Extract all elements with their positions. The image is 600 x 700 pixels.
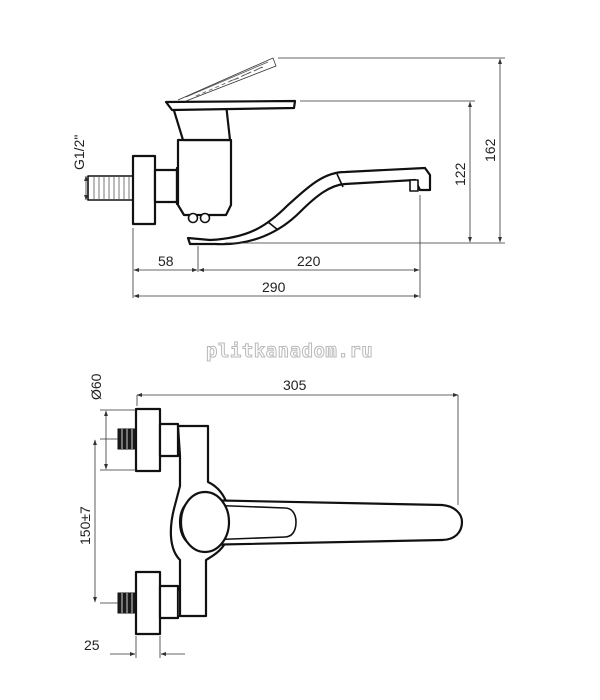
dim-150-label: 150±7 xyxy=(77,506,93,545)
eccentric-nut xyxy=(153,168,179,204)
thread-size-label: G1/2" xyxy=(71,135,87,170)
side-view: G1/2" 58 220 290 122 162 xyxy=(71,57,505,298)
lever-open-position xyxy=(177,57,277,102)
dim-diameter-label: Ø60 xyxy=(88,373,104,400)
lower-inlet xyxy=(117,570,201,636)
dim-290-label: 290 xyxy=(262,279,286,295)
spout xyxy=(186,166,432,246)
dim-25-label: 25 xyxy=(84,637,100,653)
dim-220-label: 220 xyxy=(297,253,321,269)
wall-flange xyxy=(131,154,157,226)
dim-122-label: 122 xyxy=(452,162,468,186)
dim-305-label: 305 xyxy=(283,377,307,393)
watermark: plitkanadom.ru xyxy=(206,340,373,362)
mixer-body xyxy=(176,138,233,217)
dim-58-label: 58 xyxy=(158,253,174,269)
threaded-connector xyxy=(87,175,135,201)
dim-162-label: 162 xyxy=(482,138,498,162)
lever-handle xyxy=(164,99,297,112)
top-view: 305 Ø60 150±7 25 xyxy=(77,373,464,658)
